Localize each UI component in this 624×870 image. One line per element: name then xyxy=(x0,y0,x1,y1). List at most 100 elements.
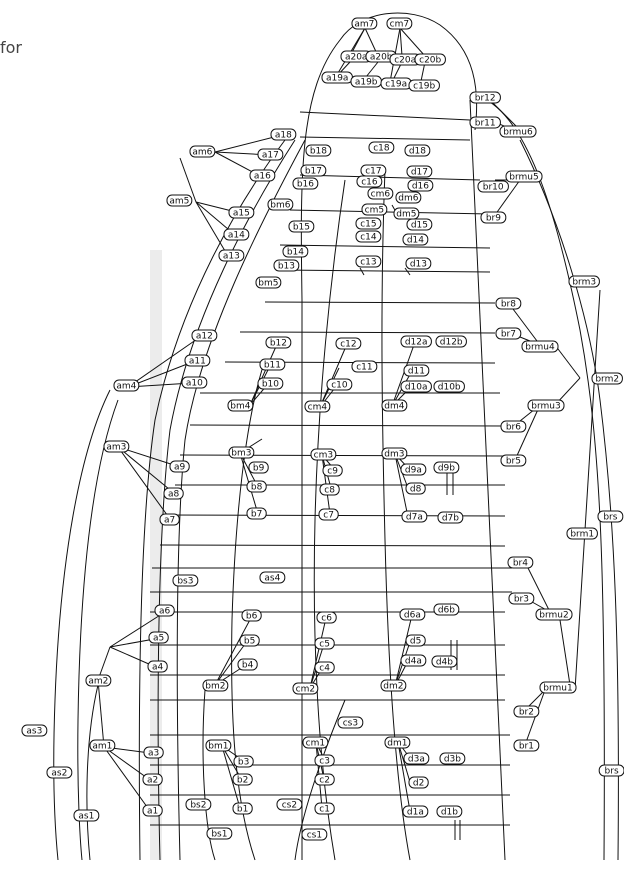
node-label-cm2: cm2 xyxy=(293,683,318,695)
node-label-bm4: bm4 xyxy=(228,400,253,412)
label-text: a16 xyxy=(254,172,271,182)
node-label-b8: b8 xyxy=(247,481,266,493)
label-text: as2 xyxy=(51,769,67,779)
label-text: a4 xyxy=(152,663,164,673)
node-label-bm1: bm1 xyxy=(206,740,231,752)
label-text: d15 xyxy=(411,221,428,231)
node-label-a15: a15 xyxy=(229,207,254,219)
node-label-d3b: d3b xyxy=(440,753,465,765)
label-text: cs3 xyxy=(343,719,358,729)
node-label-b5: b5 xyxy=(240,635,259,647)
node-label-a3: a3 xyxy=(144,747,163,759)
label-text: am1 xyxy=(92,742,112,752)
node-label-a19b: a19b xyxy=(351,76,381,88)
label-text: d6b xyxy=(438,606,455,616)
node-label-d14: d14 xyxy=(403,234,428,246)
label-text: d4b xyxy=(436,658,453,668)
label-text: c8 xyxy=(324,486,335,496)
node-label-brmu4: brmu4 xyxy=(522,341,558,353)
node-label-b9: b9 xyxy=(249,462,268,474)
label-text: am5 xyxy=(169,197,189,207)
label-text: b6 xyxy=(246,612,258,622)
node-label-bs3: bs3 xyxy=(173,575,198,587)
label-text: cm4 xyxy=(308,403,328,413)
node-label-c19a: c19a xyxy=(381,78,411,90)
label-text: d8 xyxy=(410,485,422,495)
node-label-a18: a18 xyxy=(271,129,296,141)
label-text: c5 xyxy=(319,640,330,650)
node-label-brs-top: brs xyxy=(598,511,623,523)
node-label-a13: a13 xyxy=(219,250,244,262)
node-label-a1: a1 xyxy=(143,805,162,817)
node-label-a11: a11 xyxy=(185,355,210,367)
label-text: a7 xyxy=(164,516,175,526)
node-label-brmu5: brmu5 xyxy=(506,171,542,183)
label-text: b8 xyxy=(251,483,263,493)
label-text: br8 xyxy=(501,300,516,310)
label-text: a5 xyxy=(153,634,164,644)
label-text: d12a xyxy=(405,338,428,348)
label-text: c10 xyxy=(331,381,348,391)
node-label-brs-bottom: brs xyxy=(599,765,624,777)
node-label-am4: am4 xyxy=(114,380,139,392)
label-text: d7b xyxy=(442,514,459,524)
node-label-b1: b1 xyxy=(233,803,252,815)
label-text: c20b xyxy=(419,56,441,66)
node-label-d8: d8 xyxy=(406,483,425,495)
label-text: d5 xyxy=(410,637,421,647)
label-text: c3 xyxy=(319,757,330,767)
label-text: b10 xyxy=(262,380,279,390)
node-label-br4: br4 xyxy=(508,557,533,569)
label-text: a11 xyxy=(189,357,206,367)
spine-band xyxy=(150,250,162,860)
node-label-c20b: c20b xyxy=(415,54,445,66)
node-label-b12: b12 xyxy=(266,337,291,349)
label-text: d1a xyxy=(407,808,424,818)
node-label-d12b: d12b xyxy=(436,336,466,348)
left-tail-curve-2 xyxy=(78,400,118,860)
node-label-br9: br9 xyxy=(481,212,506,224)
node-label-br5: br5 xyxy=(501,455,526,467)
label-text: a14 xyxy=(228,231,245,241)
node-label-cm7: cm7 xyxy=(387,18,412,30)
node-label-c2: c2 xyxy=(315,774,334,786)
node-label-d13: d13 xyxy=(406,258,431,270)
node-label-d9a: d9a xyxy=(401,464,426,476)
label-text: a19b xyxy=(355,78,378,88)
label-text: c19a xyxy=(385,80,407,90)
label-text: br12 xyxy=(475,94,496,104)
label-text: bm1 xyxy=(208,742,228,752)
label-text: b17 xyxy=(305,167,322,177)
label-text: bm4 xyxy=(230,402,250,412)
node-label-br6: br6 xyxy=(501,421,526,433)
label-text: brmu3 xyxy=(531,402,560,412)
label-text: br2 xyxy=(519,708,534,718)
node-label-b15: b15 xyxy=(289,221,314,233)
label-text: bm6 xyxy=(270,201,290,211)
node-label-a14: a14 xyxy=(224,229,249,241)
node-label-dm3: dm3 xyxy=(382,448,407,460)
node-label-am6: am6 xyxy=(190,146,215,158)
node-label-d12a: d12a xyxy=(401,336,431,348)
label-text: b16 xyxy=(297,180,314,190)
node-label-dm2: dm2 xyxy=(381,680,406,692)
label-text: d2 xyxy=(413,779,424,789)
label-text: c18 xyxy=(373,144,390,154)
label-text: d7a xyxy=(406,513,423,523)
label-text: a15 xyxy=(233,209,250,219)
label-text: c9 xyxy=(327,467,338,477)
node-label-am7: am7 xyxy=(352,18,377,30)
node-label-brm3: brm3 xyxy=(569,276,599,288)
label-text: d6a xyxy=(404,611,421,621)
label-text: a10 xyxy=(186,379,203,389)
label-text: brmu2 xyxy=(539,611,568,621)
label-text: dm1 xyxy=(387,739,407,749)
node-label-cm1: cm1 xyxy=(303,737,328,749)
node-label-dm1: dm1 xyxy=(385,737,410,749)
label-text: d3a xyxy=(408,755,425,765)
node-label-c18: c18 xyxy=(369,142,394,154)
label-text: b4 xyxy=(242,661,254,671)
node-label-bs2: bs2 xyxy=(186,799,211,811)
node-label-c14: c14 xyxy=(356,231,381,243)
node-label-br12: br12 xyxy=(470,92,500,104)
